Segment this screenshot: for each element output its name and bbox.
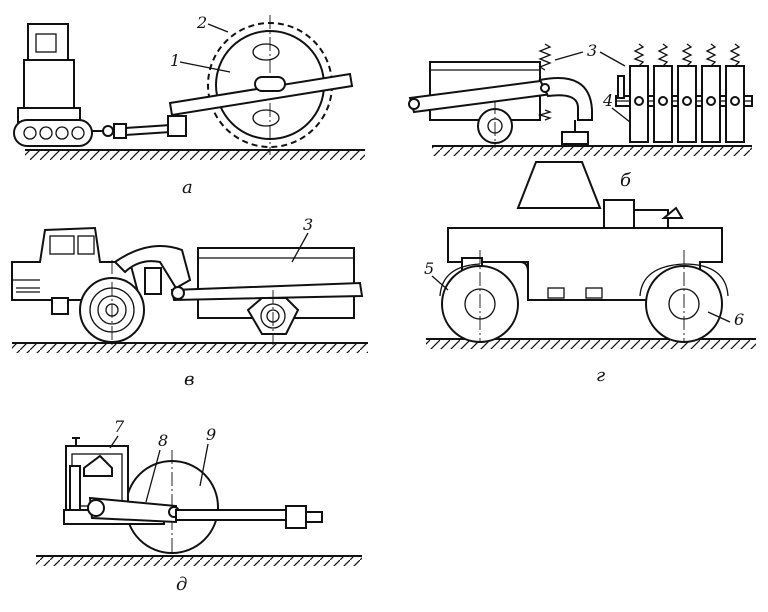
ground-g	[426, 339, 756, 349]
label-2: 2	[196, 13, 207, 32]
label-9: 9	[206, 425, 216, 444]
ground-a	[25, 150, 365, 160]
panel-d: 7 8 9 д	[36, 417, 362, 595]
label-5: 5	[424, 259, 434, 278]
label-7: 7	[114, 417, 125, 436]
label-3-b: 3	[587, 41, 597, 60]
caption-b: б	[620, 170, 632, 191]
panel-b: 3 4 б	[408, 41, 753, 191]
sheepsfoot-roller	[168, 15, 354, 155]
label-6: 6	[734, 310, 744, 329]
caption-a: а	[182, 177, 193, 198]
label-3-v: 3	[303, 215, 313, 234]
plate-units	[617, 43, 745, 143]
caption-g: г	[596, 365, 605, 386]
caption-d: д	[176, 574, 187, 595]
label-4: 4	[602, 91, 613, 110]
label-1: 1	[170, 51, 180, 70]
panel-a: 1 2 а	[13, 13, 365, 198]
smooth-roller	[63, 437, 323, 560]
caption-v: в	[184, 369, 194, 390]
truck	[11, 226, 192, 345]
ground-v	[12, 343, 368, 353]
panel-v: 3 в	[11, 215, 368, 390]
ground-b	[432, 146, 752, 156]
panel-g: 5 6 г	[424, 161, 756, 386]
pneumatic-roller	[439, 161, 729, 343]
drawbar-a	[92, 115, 187, 139]
crawler-tractor	[13, 23, 93, 147]
trailer-box	[170, 247, 364, 345]
label-8: 8	[158, 431, 168, 450]
ground-d	[36, 556, 362, 566]
